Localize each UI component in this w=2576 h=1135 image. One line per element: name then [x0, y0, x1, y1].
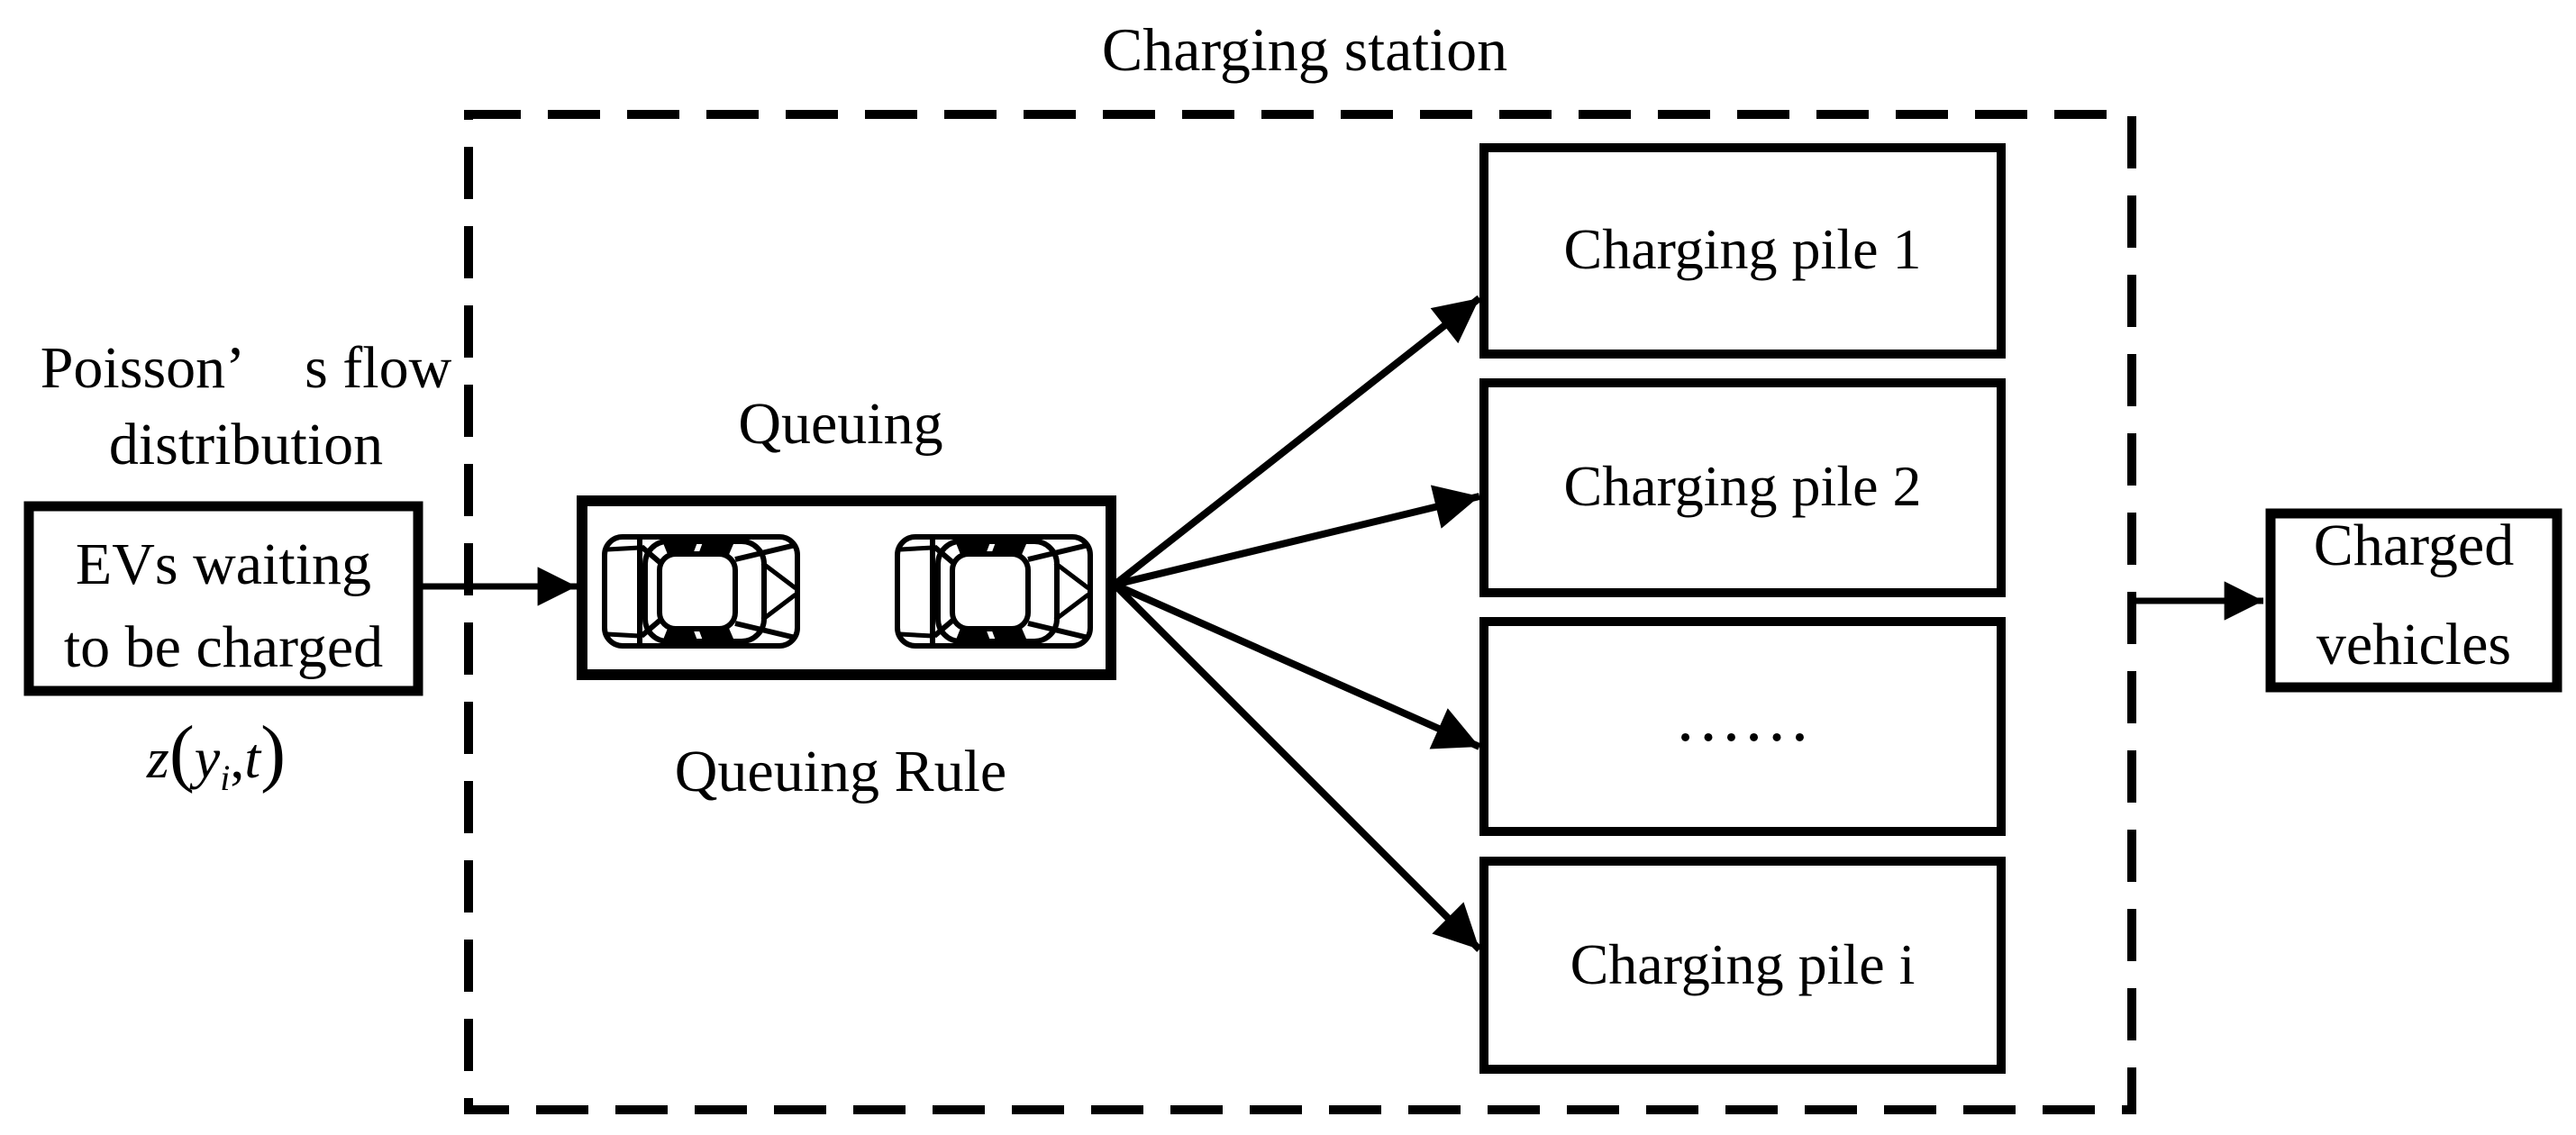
charging-pile-i-label: Charging pile i [1570, 932, 1916, 996]
poisson-flow-label-line2: distribution [109, 412, 383, 477]
charging-pile-1-box: Charging pile 1 [1479, 143, 2006, 359]
arrow-queue-to-pile-ellipsis [1113, 581, 1481, 750]
evs-waiting-box: EVs waiting to be charged [23, 501, 423, 696]
formula-function: z [146, 726, 169, 790]
charged-vehicles-box: Charged vehicles [2265, 508, 2562, 693]
charging-pile-2-box: Charging pile 2 [1479, 378, 2006, 597]
charging-pile-2-label: Charging pile 2 [1564, 454, 1922, 518]
poisson-formula: z(yi,t) [146, 711, 286, 798]
formula-open-paren: ( [169, 711, 195, 794]
charged-vehicles-line1: Charged [2314, 513, 2514, 578]
evs-waiting-box-line2: to be charged [64, 614, 383, 680]
queue-box [577, 495, 1116, 680]
charging-pile-i-box: Charging pile i [1479, 857, 2006, 1074]
formula-comma: , [230, 726, 244, 790]
arrow-queue-to-pile-2 [1114, 485, 1480, 588]
queuing-rule-label: Queuing Rule [675, 739, 1006, 804]
formula-subscript: i [220, 758, 230, 798]
charging-station-boundary [464, 110, 2136, 1114]
car-icon-1 [605, 537, 797, 646]
formula-close-paren: ) [260, 711, 286, 794]
charging-pile-ellipsis-label: …… [1674, 680, 1811, 756]
arrow-queue-to-pile-i [1112, 582, 1482, 952]
queuing-label: Queuing [738, 391, 942, 457]
poisson-flow-label-line1: Poisson’ s flow [41, 335, 452, 401]
car-icon-2 [897, 537, 1090, 646]
charging-pile-1-label: Charging pile 1 [1564, 217, 1922, 281]
diagram-title: Charging station [1102, 15, 1507, 84]
dispatch-arrows [1112, 295, 1482, 952]
formula-variable: y [189, 726, 221, 790]
poisson-flow-label: Poisson’ s flow distribution [41, 335, 452, 477]
formula-time: t [244, 726, 262, 790]
evs-waiting-box-line1: EVs waiting [76, 531, 371, 597]
charging-pile-ellipsis-box: …… [1479, 617, 2006, 836]
arrow-queue-to-pile-1 [1112, 295, 1482, 588]
charged-vehicles-line2: vehicles [2317, 612, 2511, 677]
